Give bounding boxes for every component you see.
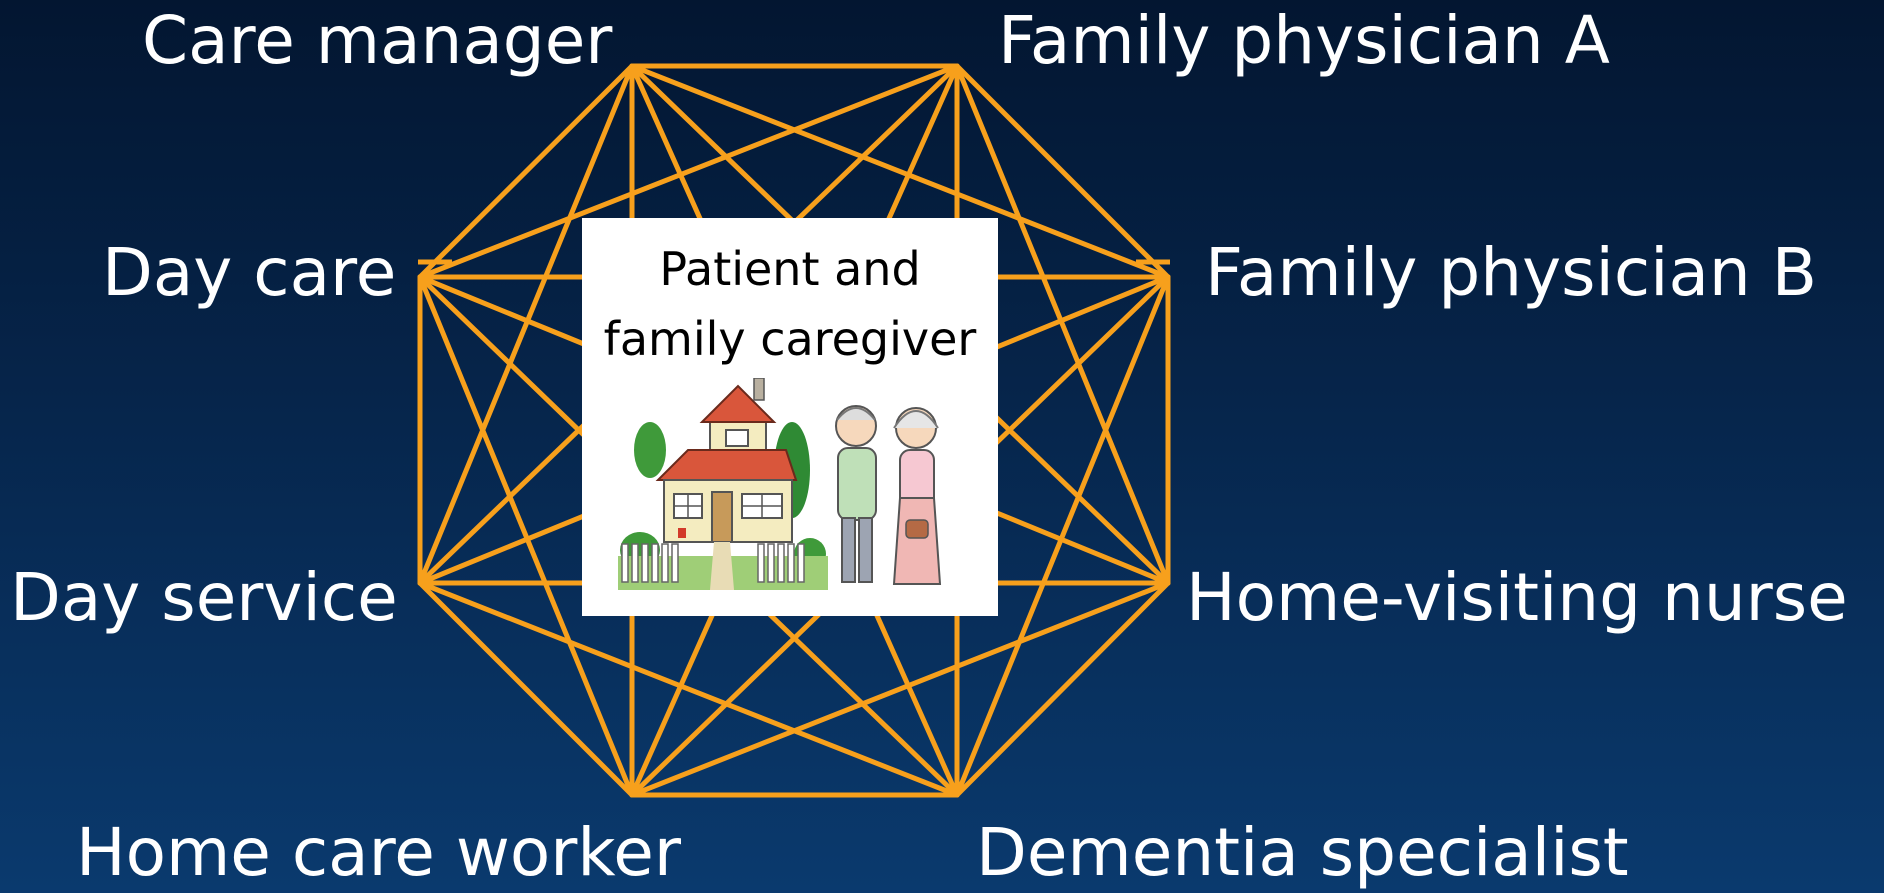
connector-home-care-worker-to-day-service xyxy=(417,580,635,798)
connector-dementia-specialist-to-day-service xyxy=(417,580,960,798)
role-label-care-manager: Care manager xyxy=(142,2,613,79)
role-label-dementia-specialist: Dementia specialist xyxy=(976,814,1629,891)
role-label-day-service: Day service xyxy=(10,559,398,636)
connector-care-manager-to-day-care xyxy=(417,63,635,280)
center-label-line2: family caregiver xyxy=(603,312,977,366)
center-label-line1: Patient and xyxy=(659,242,921,296)
center-label: Patient and family caregiver xyxy=(582,234,998,374)
connector-home-visiting-nurse-to-dementia-specialist xyxy=(954,580,1171,798)
connector-care-manager-to-family-physician-b xyxy=(629,63,1171,280)
connector-family-physician-a-to-day-care xyxy=(417,63,960,280)
connector-family-physician-a-to-home-visiting-nurse xyxy=(954,63,1171,586)
house-icon xyxy=(618,378,828,590)
patient-family-box: Patient and family caregiver xyxy=(582,218,998,616)
role-label-family-physician-a: Family physician A xyxy=(998,2,1610,79)
role-label-home-visiting-nurse: Home-visiting nurse xyxy=(1186,559,1848,636)
home-illustration xyxy=(618,378,942,590)
role-label-day-care: Day care xyxy=(102,234,397,311)
connector-family-physician-a-to-family-physician-b xyxy=(954,63,1171,280)
connector-care-manager-to-day-service xyxy=(417,63,635,586)
role-label-home-care-worker: Home care worker xyxy=(76,814,681,891)
role-label-family-physician-b: Family physician B xyxy=(1205,234,1818,311)
connector-home-visiting-nurse-to-home-care-worker xyxy=(629,580,1171,798)
connector-home-care-worker-to-day-care xyxy=(417,274,635,798)
connector-family-physician-b-to-dementia-specialist xyxy=(954,274,1171,798)
elderly-couple-icon xyxy=(835,405,942,585)
